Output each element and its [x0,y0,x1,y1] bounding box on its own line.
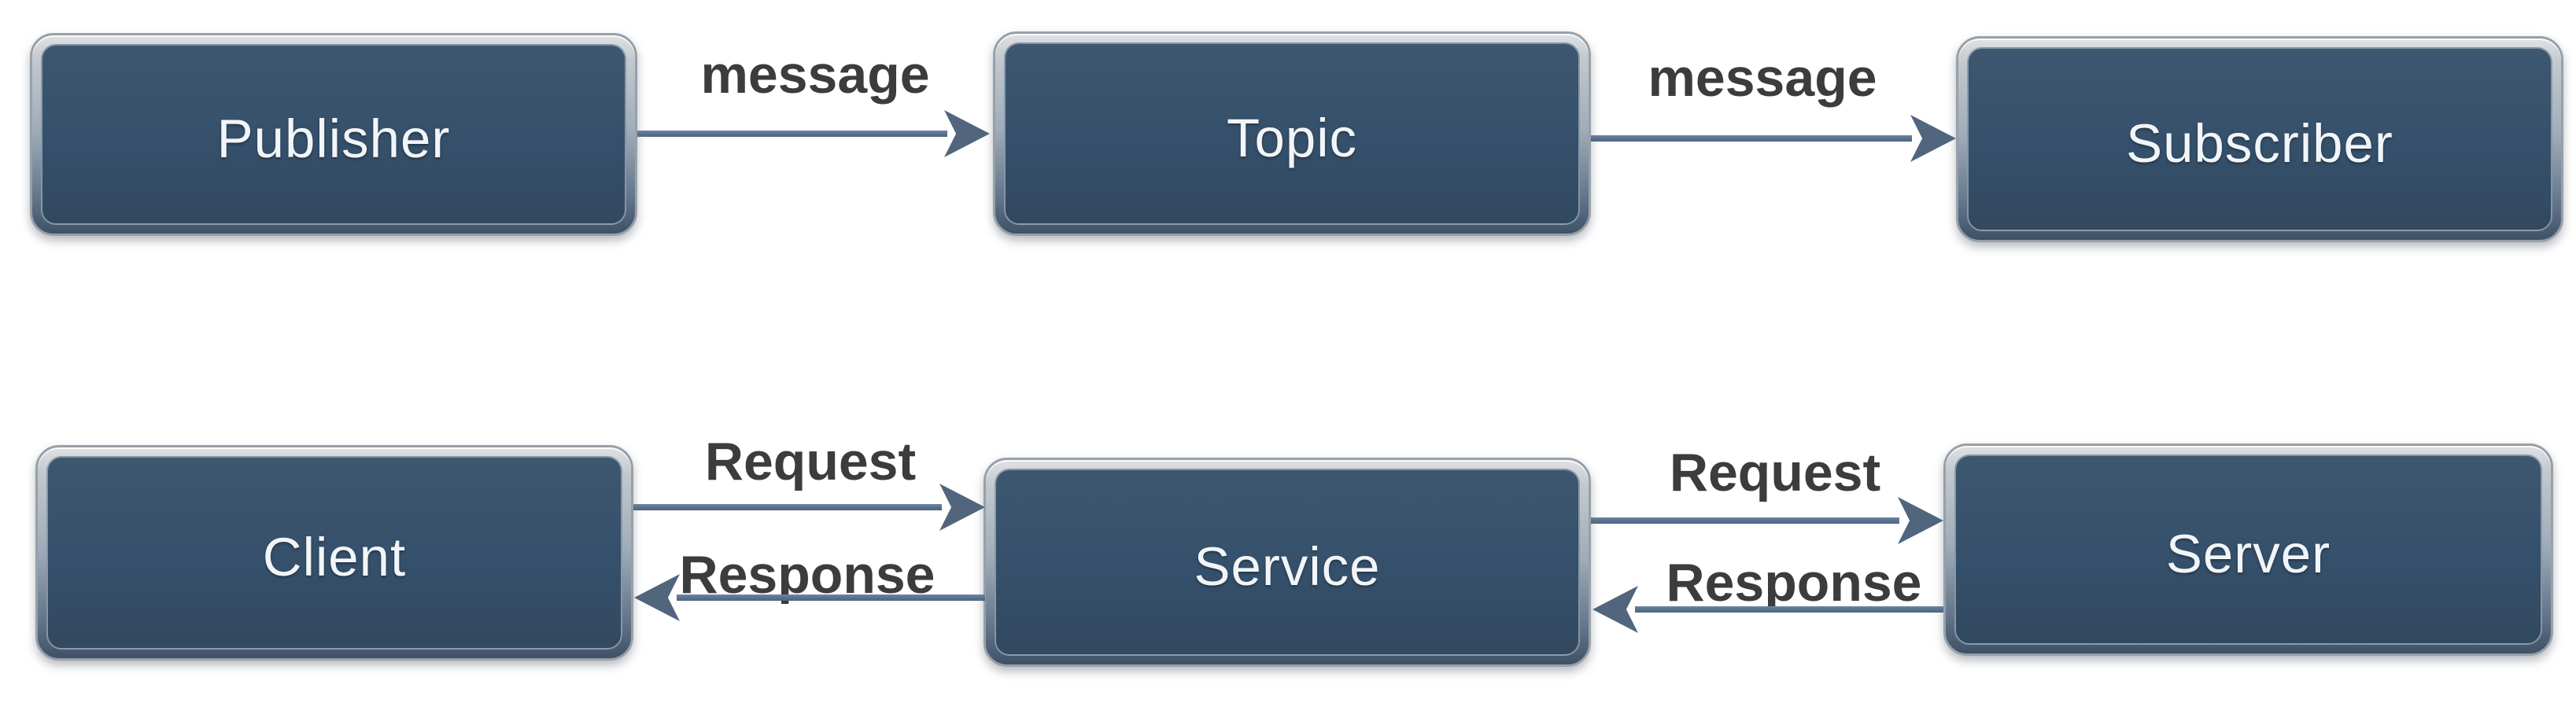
edge-server-response-label: Response [1666,553,1922,613]
arrow-right-icon [1910,115,1956,162]
topic-node-body: Topic [1004,42,1580,225]
subscriber-node-body: Subscriber [1967,47,2552,231]
topic-node: Topic [993,31,1591,236]
subscriber-node-label: Subscriber [2126,112,2393,174]
edge-server-request-label: Request [1669,443,1881,502]
topic-node-label: Topic [1226,107,1358,168]
edge-publisher-to-topic-label: message [700,45,930,105]
arrow-left-icon [634,574,680,621]
arrow-publisher-to-topic-shaft [637,131,947,137]
service-node-body: Service [995,469,1580,656]
service-node: Service [984,458,1591,667]
edge-topic-to-subscriber-label: message [1648,48,1877,108]
publisher-node-label: Publisher [216,108,451,169]
arrow-server-to-service-shaft [1635,606,1943,613]
arrow-right-icon [939,484,985,531]
publisher-node: Publisher [30,33,637,236]
edge-client-request-label: Request [704,432,917,491]
arrow-service-to-server-shaft [1591,517,1899,524]
arrow-service-to-client-shaft [677,594,985,601]
arrow-right-icon [944,110,990,157]
arrow-topic-to-subscriber-shaft [1591,135,1912,142]
subscriber-node: Subscriber [1956,36,2563,242]
server-node-label: Server [2165,523,2331,584]
service-node-label: Service [1194,536,1381,597]
client-node-body: Client [46,456,622,650]
server-node-body: Server [1954,455,2542,645]
server-node: Server [1943,444,2553,656]
client-node: Client [35,445,633,661]
arrow-left-icon [1592,586,1638,633]
arrow-right-icon [1898,497,1943,544]
arrow-client-to-service-shaft [633,504,942,510]
publisher-node-body: Publisher [41,44,626,225]
client-node-label: Client [262,526,407,587]
